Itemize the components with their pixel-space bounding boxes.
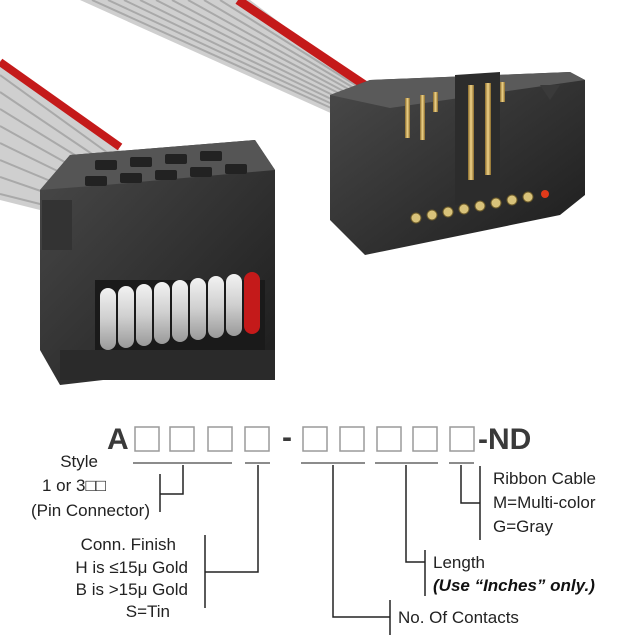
cable-box <box>449 426 475 452</box>
box-header-connector <box>330 72 585 255</box>
cable-g-label: G=Gray <box>493 517 553 536</box>
style-note-label: (Pin Connector) <box>30 501 150 520</box>
contacts-box-1 <box>302 426 328 452</box>
idc-socket-connector <box>40 140 275 385</box>
finish-box <box>244 426 270 452</box>
part-number-separator: - <box>282 421 292 454</box>
finish-b-label: B is >15μ Gold <box>75 580 188 599</box>
cable-m-label: M=Multi-color <box>493 493 596 512</box>
contacts-label: No. Of Contacts <box>398 608 519 627</box>
style-box-1 <box>134 426 160 452</box>
style-box-3 <box>207 426 233 452</box>
code-boxes <box>134 426 475 452</box>
finish-title-label: Conn. Finish <box>80 535 176 554</box>
length-note-label: (Use “Inches” only.) <box>433 576 595 595</box>
product-illustration <box>0 0 585 385</box>
part-number-prefix: A <box>107 423 129 456</box>
part-number-suffix: -ND <box>478 423 532 456</box>
style-label: Style <box>60 452 98 471</box>
ribbon-cable-right <box>80 0 378 115</box>
style-code-label: 1 or 3□□ <box>41 476 106 495</box>
cable-title-label: Ribbon Cable <box>493 469 597 488</box>
finish-s-label: S=Tin <box>125 602 170 621</box>
finish-h-label: H is ≤15μ Gold <box>75 558 188 577</box>
style-box-2 <box>169 426 195 452</box>
contacts-box-2 <box>339 426 365 452</box>
length-label: Length <box>433 553 485 572</box>
length-box-2 <box>412 426 438 452</box>
length-box-1 <box>376 426 402 452</box>
